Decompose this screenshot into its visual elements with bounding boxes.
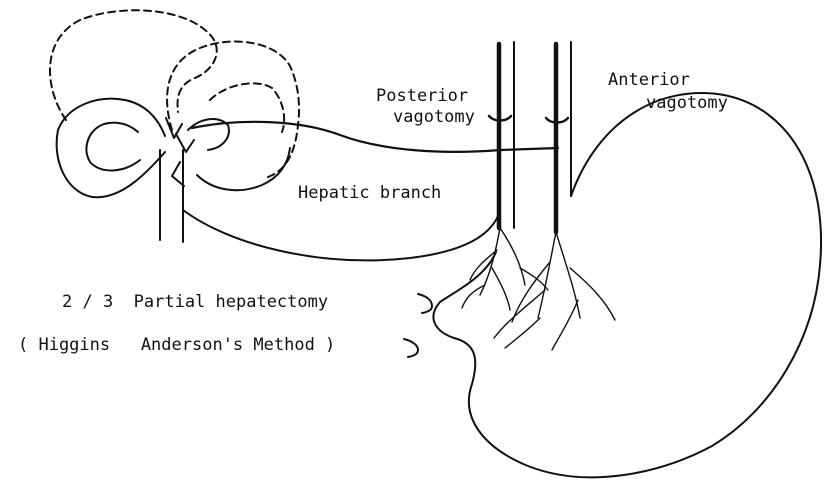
anterior-vagotomy-label-line1: Anterior bbox=[608, 70, 690, 90]
hepatic-branch-label: Hepatic branch bbox=[298, 183, 441, 203]
liver-remnant-left-inner bbox=[86, 123, 140, 171]
hepatectomy-leader bbox=[418, 294, 432, 313]
liver-remnant-lower bbox=[197, 148, 290, 190]
posterior-vagotomy-label-line1: Posterior bbox=[376, 86, 468, 106]
method-label: ( Higgins Anderson's Method ) bbox=[18, 335, 335, 355]
resected-liver-inner-fold bbox=[210, 83, 284, 132]
resected-liver-lobe-right bbox=[167, 42, 299, 178]
resected-liver-lobe-left bbox=[50, 10, 217, 120]
hepatic-branch-nerve bbox=[192, 122, 558, 152]
posterior-vagotomy-label-line2: vagotomy bbox=[393, 107, 475, 127]
anterior-vagotomy-label-line2: vagotomy bbox=[646, 93, 728, 113]
liver-remnant-left bbox=[57, 99, 165, 197]
method-leader bbox=[404, 339, 418, 357]
lower-connecting-curve bbox=[183, 210, 498, 260]
partial-hepatectomy-label: 2 / 3 Partial hepatectomy bbox=[62, 292, 328, 312]
